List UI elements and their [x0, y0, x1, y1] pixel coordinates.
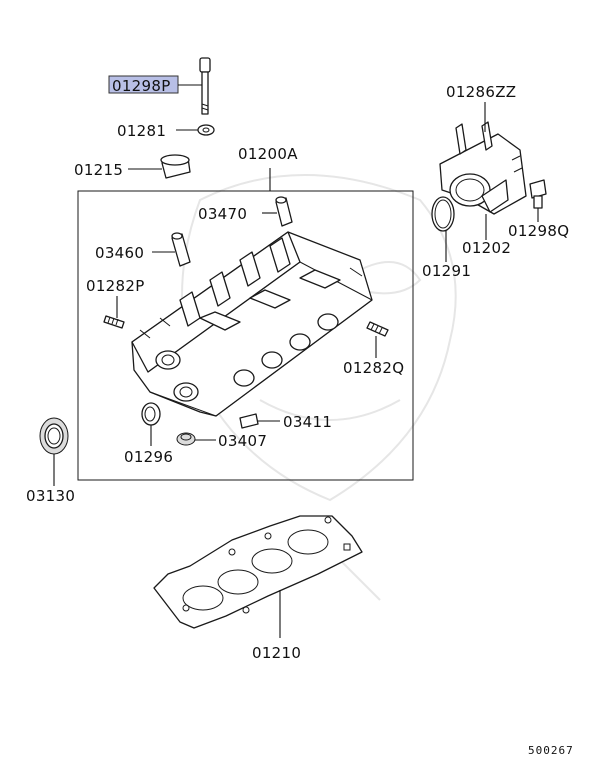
label-01282Q[interactable]: 01282Q [343, 359, 404, 377]
label-01215[interactable]: 01215 [74, 161, 123, 179]
stud-03460-drawing [171, 232, 191, 267]
label-01298Q[interactable]: 01298Q [508, 222, 569, 240]
housing-01286ZZ-drawing [439, 121, 527, 215]
bolt-01298Q-drawing [529, 179, 547, 209]
label-01291[interactable]: 01291 [422, 262, 471, 280]
label-01200A[interactable]: 01200A [238, 145, 298, 163]
label-01202[interactable]: 01202 [462, 239, 511, 257]
label-01298P[interactable]: 01298P [112, 77, 171, 95]
stud-01282P-drawing [103, 315, 125, 329]
label-01282P[interactable]: 01282P [86, 277, 145, 295]
washer-01281-drawing [197, 124, 215, 136]
plug-03407-drawing [176, 432, 196, 446]
plug-03411-drawing [239, 413, 259, 429]
label-01296[interactable]: 01296 [124, 448, 173, 466]
label-03470[interactable]: 03470 [198, 205, 247, 223]
diagram-code: 500267 [528, 744, 574, 757]
oring-01291-drawing [431, 196, 455, 232]
stud-03470-drawing [275, 196, 293, 227]
label-03411[interactable]: 03411 [283, 413, 332, 431]
bolt-01298P-drawing [199, 57, 211, 115]
label-03130[interactable]: 03130 [26, 487, 75, 505]
seal-03130-drawing [39, 417, 69, 455]
cap-01215-drawing [160, 154, 191, 179]
label-01286ZZ[interactable]: 01286ZZ [446, 83, 516, 101]
label-01281[interactable]: 01281 [117, 122, 166, 140]
label-03407[interactable]: 03407 [218, 432, 267, 450]
label-01210[interactable]: 01210 [252, 644, 301, 662]
cylinder-head-drawing [131, 231, 373, 417]
plug-01296-drawing [141, 402, 161, 426]
stud-01282Q-drawing [366, 321, 389, 337]
head-gasket-01210-drawing [153, 515, 363, 629]
head-assembly-frame [77, 190, 414, 481]
label-03460[interactable]: 03460 [95, 244, 144, 262]
